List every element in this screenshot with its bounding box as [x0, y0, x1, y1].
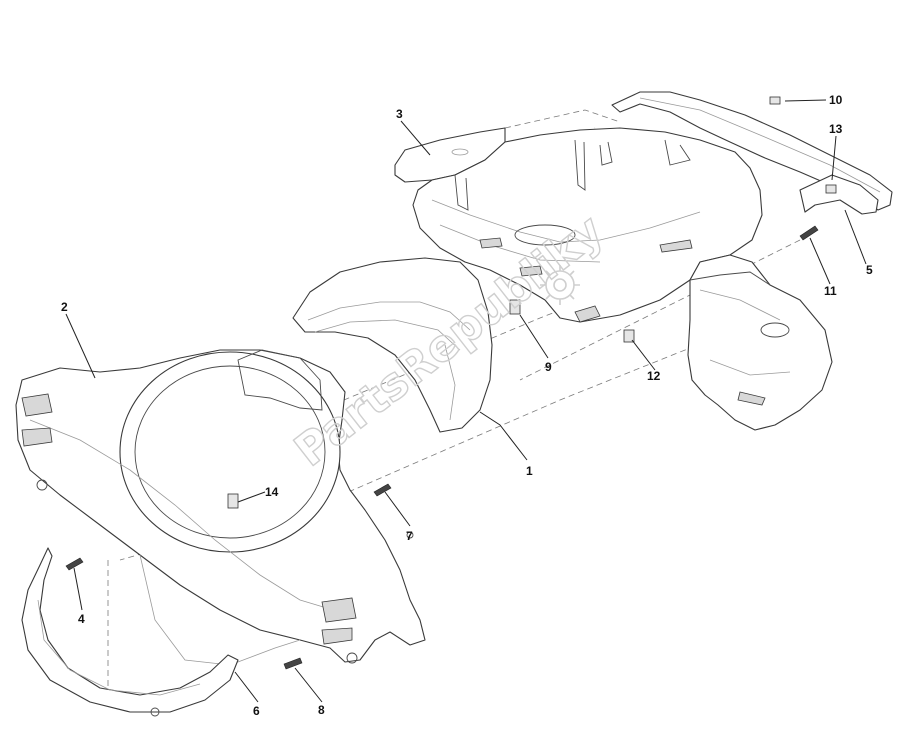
screw-8: [283, 657, 303, 670]
callout-8: 8: [318, 703, 325, 717]
clip-9: [509, 299, 521, 315]
callout-11-13: 13: [829, 122, 843, 136]
fasteners: [65, 96, 837, 670]
clip-12: [623, 329, 635, 343]
callout-9: 9: [545, 360, 552, 374]
callout-1: 1: [526, 464, 533, 478]
leader-lines: [65, 99, 867, 703]
callout-2: 2: [61, 300, 68, 314]
screw-7: [373, 483, 392, 497]
callout-10: 10: [829, 93, 843, 107]
callout-labels: 1 2 3 4 5 6 7 8 9 10 13 11 12 14: [61, 93, 873, 718]
part-1-centre-cover: [292, 257, 493, 433]
callout-14: 14: [265, 485, 279, 499]
callout-7: 7: [406, 529, 413, 543]
callout-3: 3: [396, 107, 403, 121]
callout-12: 12: [647, 369, 661, 383]
clip-14: [227, 493, 239, 509]
part-3-column-housing: [687, 254, 833, 431]
gear-icon: [540, 265, 580, 305]
part-5-rear-rail: [611, 91, 893, 215]
callout-11: 11: [824, 284, 837, 298]
callout-4: 4: [78, 612, 85, 626]
part-2-front-housing: [15, 349, 426, 666]
part-3-upper-cover: [394, 127, 763, 323]
clip-10: [769, 96, 781, 105]
callout-5: 5: [866, 263, 873, 277]
part-6-lower-trim: [21, 547, 239, 717]
screw-4: [65, 557, 84, 571]
clip-13: [825, 184, 837, 194]
callout-6: 6: [253, 704, 260, 718]
screw-11: [799, 225, 819, 241]
